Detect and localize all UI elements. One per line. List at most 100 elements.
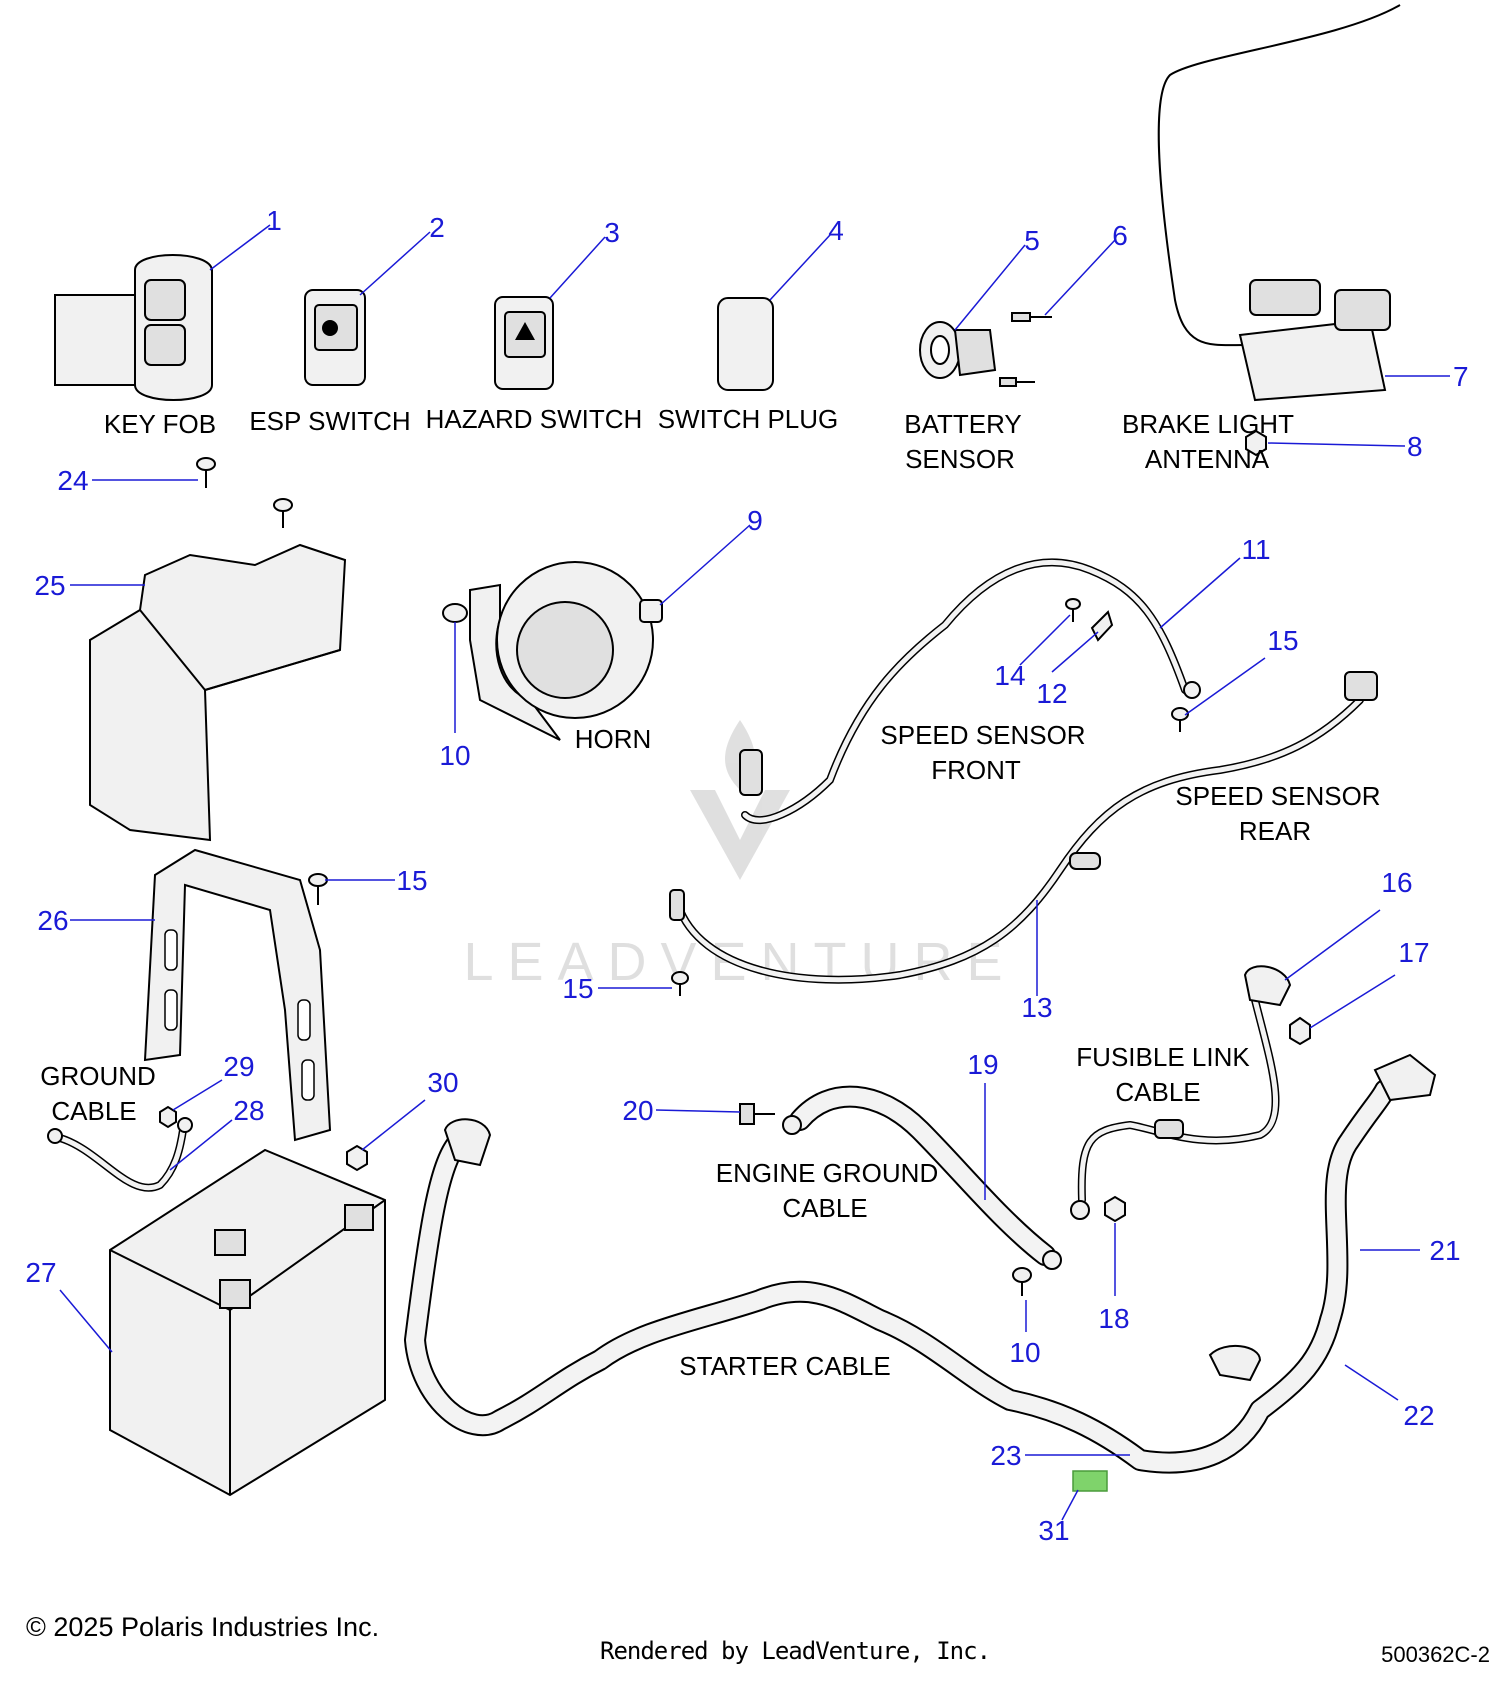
callout-10b[interactable]: 10 <box>1009 1300 1041 1368</box>
svg-text:29: 29 <box>223 1051 254 1082</box>
bolt-part-10a[interactable] <box>442 603 468 623</box>
svg-text:10: 10 <box>1009 1337 1040 1368</box>
callout-11[interactable]: 11 <box>1159 534 1271 629</box>
nut-part-30[interactable] <box>346 1144 368 1172</box>
horn-part[interactable] <box>469 561 663 741</box>
svg-text:8: 8 <box>1407 431 1423 462</box>
callout-23[interactable]: 23 <box>990 1440 1130 1471</box>
brake-light-antenna-part[interactable] <box>1157 4 1401 402</box>
svg-text:13: 13 <box>1021 992 1052 1023</box>
callout-17[interactable]: 17 <box>1309 937 1430 1029</box>
bolt-part-15a[interactable] <box>308 873 328 905</box>
bolt-part-14[interactable] <box>1065 598 1081 622</box>
esp-switch-part[interactable] <box>304 289 366 386</box>
callout-30[interactable]: 30 <box>361 1067 459 1151</box>
svg-text:30: 30 <box>427 1067 458 1098</box>
switch-plug-part[interactable] <box>717 297 774 391</box>
svg-text:11: 11 <box>1241 534 1270 565</box>
callout-2[interactable]: 2 <box>359 212 445 296</box>
clip-part-12[interactable] <box>1090 610 1114 642</box>
svg-text:15: 15 <box>562 973 593 1004</box>
callout-12[interactable]: 12 <box>1036 631 1099 709</box>
bolt-part-20[interactable] <box>739 1103 775 1125</box>
callout-5[interactable]: 5 <box>954 225 1040 331</box>
fusible-link-cable-part[interactable] <box>1070 965 1292 1220</box>
svg-text:22: 22 <box>1403 1400 1434 1431</box>
nut-part-18[interactable] <box>1104 1195 1126 1223</box>
callout-4[interactable]: 4 <box>769 215 844 301</box>
nut-part-8[interactable] <box>1245 429 1267 457</box>
callout-13[interactable]: 13 <box>1021 900 1053 1023</box>
caption-horn: HORN <box>575 724 652 754</box>
callout-24[interactable]: 24 <box>57 465 198 496</box>
svg-text:3: 3 <box>604 217 620 248</box>
caption-ground-1: GROUND <box>40 1061 156 1091</box>
speed-sensor-front-part[interactable] <box>739 558 1201 824</box>
svg-text:14: 14 <box>994 660 1025 691</box>
callout-15a[interactable]: 15 <box>325 865 428 896</box>
bolt-part-15b[interactable] <box>1171 707 1189 732</box>
nut-part-29[interactable] <box>159 1105 177 1129</box>
screw-part-24[interactable] <box>196 457 293 528</box>
callout-31[interactable]: 31 <box>1038 1489 1079 1546</box>
callout-1[interactable]: 1 <box>209 205 282 271</box>
rendered-by: Rendered by LeadVenture, Inc. <box>600 1637 991 1665</box>
svg-text:9: 9 <box>747 505 763 536</box>
svg-text:6: 6 <box>1112 220 1128 251</box>
caption-battery-sensor-1: BATTERY <box>904 409 1022 439</box>
speed-sensor-rear-part[interactable] <box>669 671 1378 984</box>
caption-fusible-1: FUSIBLE LINK <box>1076 1042 1250 1072</box>
svg-text:31: 31 <box>1038 1515 1069 1546</box>
caption-engine-ground-1: ENGINE GROUND <box>716 1158 938 1188</box>
callout-21[interactable]: 21 <box>1360 1235 1461 1266</box>
callout-22[interactable]: 22 <box>1344 1364 1435 1431</box>
nut-part-17[interactable] <box>1289 1016 1311 1046</box>
callout-3[interactable]: 3 <box>549 217 620 299</box>
caption-speed-front-1: SPEED SENSOR <box>880 720 1085 750</box>
callout-14[interactable]: 14 <box>994 614 1071 691</box>
callout-27[interactable]: 27 <box>25 1257 113 1353</box>
callout-26[interactable]: 26 <box>37 905 155 936</box>
caption-starter-cable: STARTER CABLE <box>679 1351 890 1381</box>
callout-6[interactable]: 6 <box>1044 220 1128 316</box>
caption-fusible-2: CABLE <box>1115 1077 1200 1107</box>
engine-ground-cable-part[interactable] <box>782 1085 1062 1270</box>
callout-20[interactable]: 20 <box>622 1095 741 1126</box>
svg-text:19: 19 <box>967 1049 998 1080</box>
caption-speed-front-2: FRONT <box>931 755 1021 785</box>
callout-10a[interactable]: 10 <box>439 622 471 771</box>
battery-cover-part[interactable] <box>89 543 347 842</box>
svg-text:20: 20 <box>622 1095 653 1126</box>
callout-29[interactable]: 29 <box>172 1051 255 1111</box>
battery-bracket-part[interactable] <box>143 848 332 1142</box>
callout-15b[interactable]: 15 <box>1184 625 1299 716</box>
callout-28[interactable]: 28 <box>169 1095 265 1171</box>
svg-text:28: 28 <box>233 1095 264 1126</box>
svg-text:27: 27 <box>25 1257 56 1288</box>
bolt-part-15c[interactable] <box>671 971 689 996</box>
starter-cable-part[interactable] <box>404 1053 1437 1474</box>
bolt-part-6[interactable] <box>999 312 1052 387</box>
callout-9[interactable]: 9 <box>659 505 763 606</box>
svg-text:10: 10 <box>439 740 470 771</box>
caption-engine-ground-2: CABLE <box>782 1193 867 1223</box>
key-fob-part[interactable] <box>54 254 213 401</box>
callout-25[interactable]: 25 <box>34 570 145 601</box>
callout-18[interactable]: 18 <box>1098 1223 1130 1334</box>
hazard-switch-part[interactable] <box>494 296 554 390</box>
ground-cable-part[interactable] <box>47 1117 193 1192</box>
callout-15c[interactable]: 15 <box>562 973 672 1004</box>
clip-part-31[interactable] <box>1072 1470 1108 1492</box>
svg-text:17: 17 <box>1398 937 1429 968</box>
battery-part[interactable] <box>109 1148 386 1497</box>
callout-7[interactable]: 7 <box>1385 361 1469 392</box>
bolt-part-10b[interactable] <box>1012 1267 1032 1296</box>
battery-sensor-part[interactable] <box>919 321 997 379</box>
callout-19[interactable]: 19 <box>967 1049 999 1200</box>
svg-text:7: 7 <box>1453 361 1469 392</box>
callout-8[interactable]: 8 <box>1267 431 1423 462</box>
svg-text:12: 12 <box>1036 678 1067 709</box>
drawing-number: 500362C-2 <box>1381 1642 1490 1667</box>
callout-16[interactable]: 16 <box>1284 867 1413 981</box>
